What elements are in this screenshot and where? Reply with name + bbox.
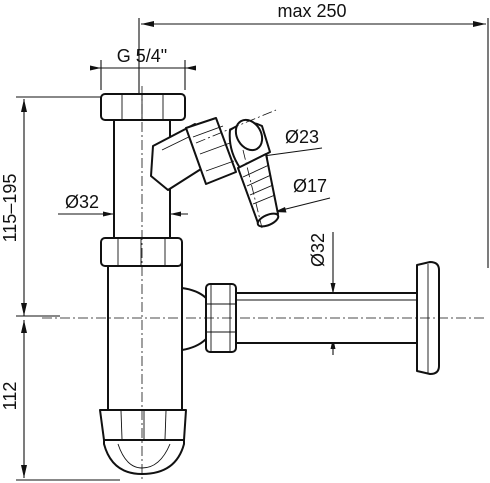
dimension-d32-left-label: Ø32 <box>65 192 99 212</box>
dimension-115-195 <box>16 96 108 316</box>
dimension-112 <box>16 315 120 481</box>
bottom-cup <box>103 435 185 475</box>
dimension-115-195-label: 115–195 <box>0 174 20 243</box>
dimension-g54-label: G 5/4" <box>117 46 167 66</box>
inlet-nut <box>100 93 186 121</box>
dimension-d17-label: Ø17 <box>293 176 327 196</box>
bottom-union-nut <box>99 409 187 441</box>
bottle-body <box>107 261 183 413</box>
dimension-d32-right-label: Ø32 <box>308 233 328 267</box>
middle-union-nut <box>100 237 183 267</box>
dimension-112-label: 112 <box>0 382 20 411</box>
dimension-d17 <box>273 197 331 213</box>
dimension-g54 <box>90 60 196 90</box>
branch-nut <box>185 117 237 185</box>
dimension-d23-label: Ø23 <box>285 127 319 147</box>
dimension-max-250-label: max 250 <box>277 1 346 21</box>
hose-tail <box>237 153 280 228</box>
center-lines <box>42 86 486 482</box>
